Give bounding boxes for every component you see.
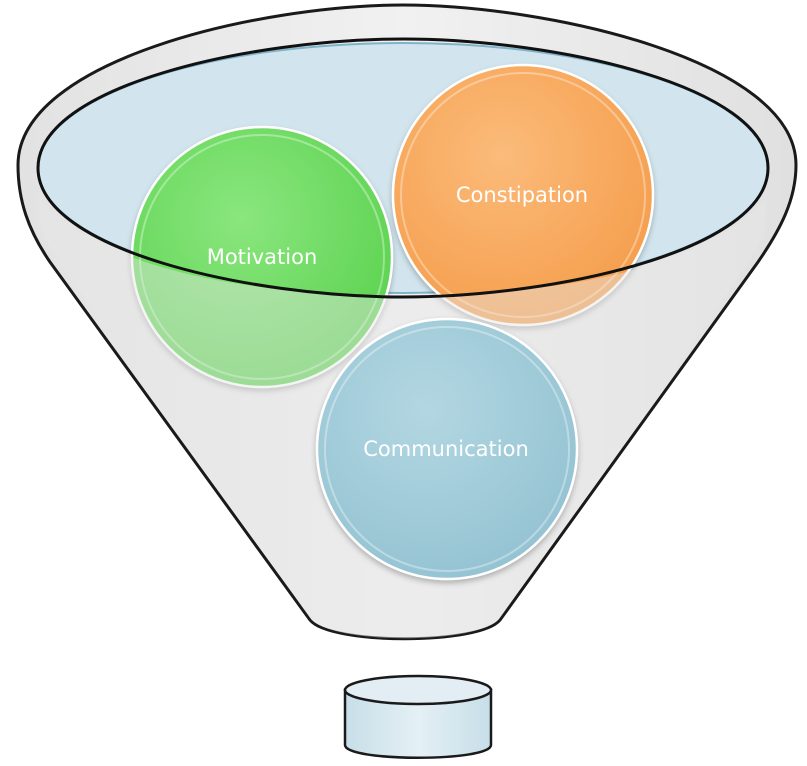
funnel-output-container xyxy=(343,674,493,759)
funnel-rim-front-edge xyxy=(36,167,770,299)
label-constipation: Constipation xyxy=(456,183,588,207)
circle-communication xyxy=(315,317,579,581)
circle-constipation xyxy=(391,63,655,327)
label-motivation: Motivation xyxy=(207,245,318,269)
label-communication: Communication xyxy=(363,437,529,461)
funnel-rim-back-edge xyxy=(36,37,770,169)
